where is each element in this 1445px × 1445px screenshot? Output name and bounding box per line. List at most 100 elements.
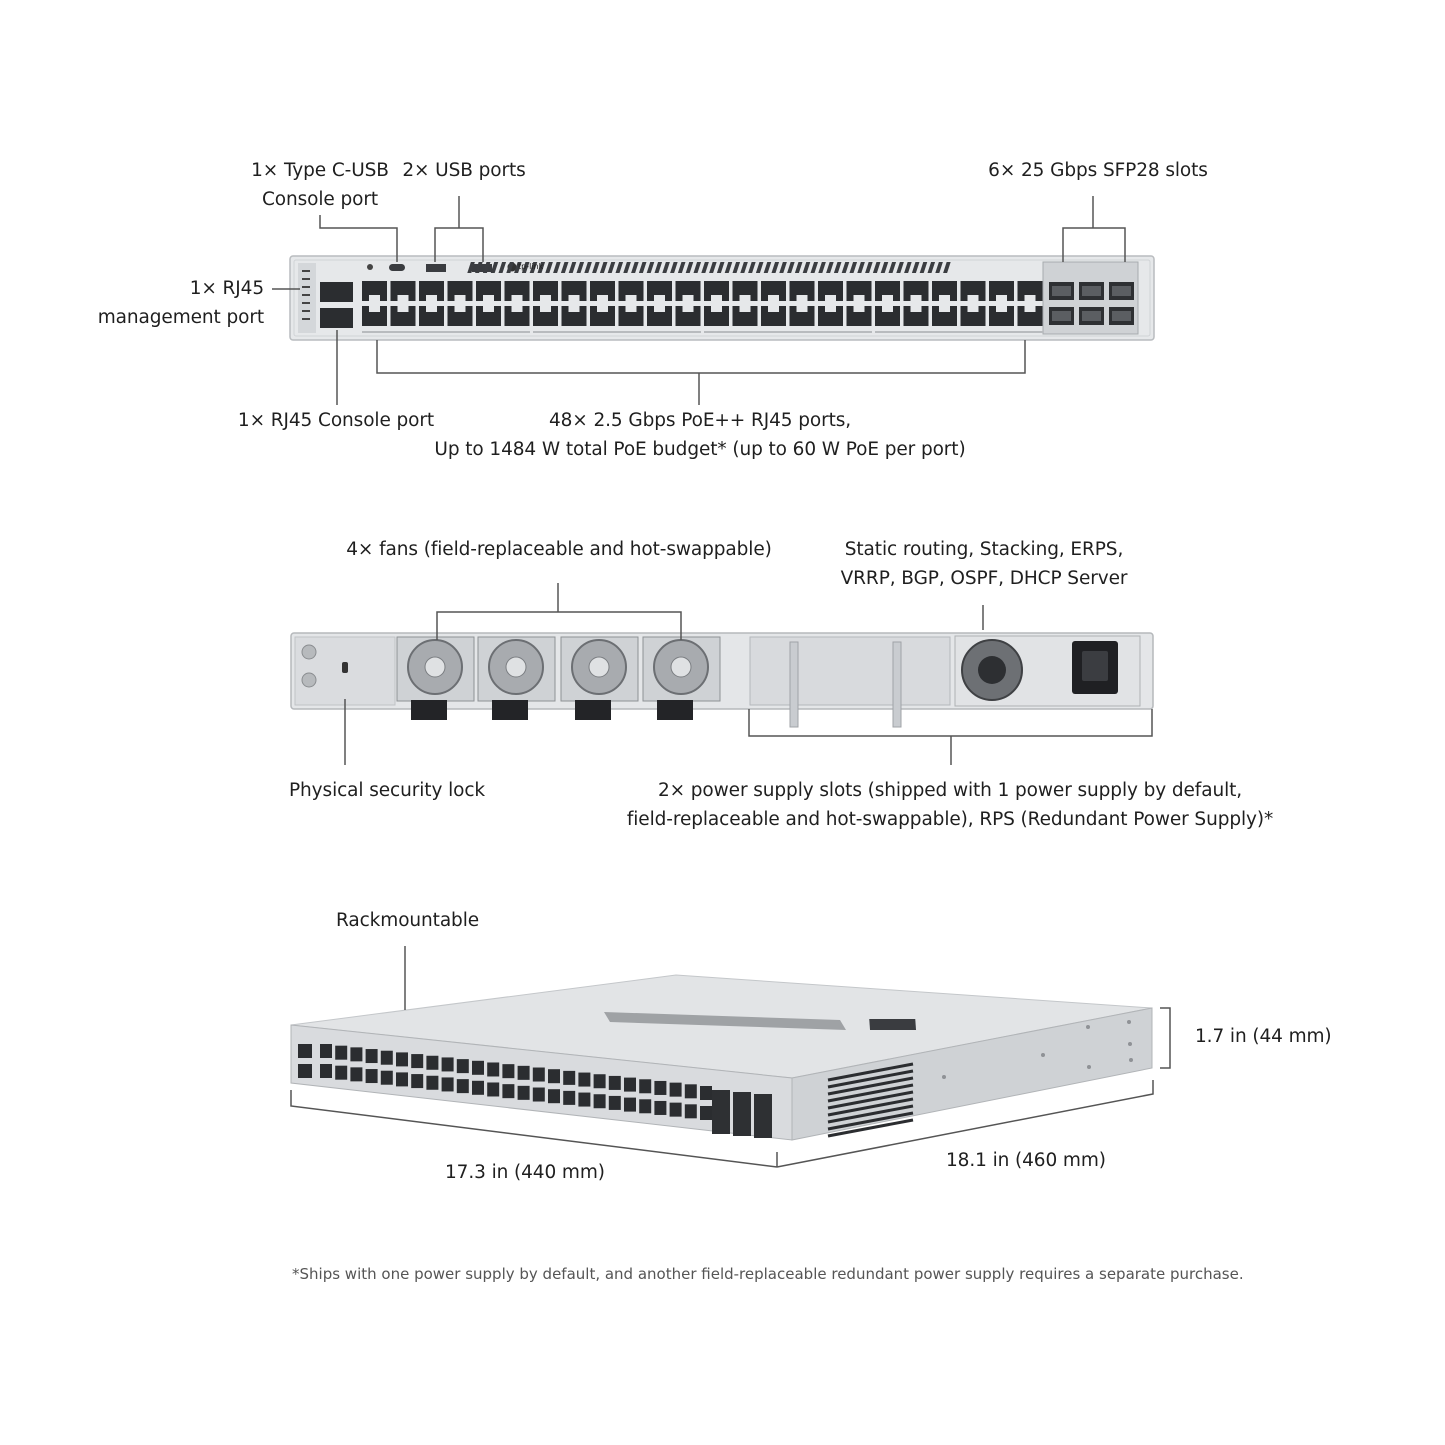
rj45-port-latch xyxy=(654,295,665,301)
front-logo: tp-link xyxy=(518,262,544,271)
fan-modules xyxy=(396,636,721,720)
vent-slot xyxy=(849,262,858,273)
rj45-port-latch xyxy=(739,295,751,301)
vent-slot xyxy=(599,262,608,273)
vent-slot xyxy=(646,262,655,273)
sfp28-slot-inner xyxy=(1052,311,1071,321)
perspective-rj45-port xyxy=(487,1082,500,1097)
callout-features-line2: VRRP, BGP, OSPF, DHCP Server xyxy=(840,568,1128,589)
vent-slot xyxy=(880,262,889,273)
vent-slot xyxy=(677,262,686,273)
rj45-management-port xyxy=(320,282,353,302)
perspective-rj45-port xyxy=(487,1062,500,1077)
perspective-rj45-port xyxy=(472,1060,484,1075)
dimension-width: 17.3 in (440 mm) xyxy=(445,1162,605,1183)
perspective-rj45-port xyxy=(654,1100,667,1115)
vent-slot xyxy=(865,262,873,273)
vent-slot xyxy=(537,262,546,273)
perspective-rj45-port xyxy=(502,1084,515,1099)
rj45-port xyxy=(447,281,473,301)
fan-hub xyxy=(588,656,610,678)
vent-slot xyxy=(927,262,936,273)
rj45-port xyxy=(675,306,701,326)
perspective-rj45-port xyxy=(563,1090,576,1105)
perspective-rj45-port xyxy=(517,1065,530,1080)
vent-slot xyxy=(818,262,826,273)
rj45-port-latch xyxy=(568,295,580,301)
vent-slot xyxy=(498,262,507,273)
vent-slot xyxy=(888,262,897,273)
perspective-rj45-port xyxy=(426,1075,439,1090)
side-vent-slot xyxy=(827,1083,914,1103)
rj45-port-latch xyxy=(768,295,779,301)
dimension-height: 1.7 in (44 mm) xyxy=(1195,1026,1332,1047)
chassis-side xyxy=(791,1007,1153,1141)
rj45-port xyxy=(504,306,530,326)
rj45-port-latch xyxy=(625,306,637,312)
callout-sfp28-slots: 6× 25 Gbps SFP28 slots xyxy=(988,160,1208,181)
rj45-port xyxy=(390,306,416,326)
rj45-port xyxy=(789,281,815,301)
rj45-port-latch xyxy=(682,295,694,301)
fan-hub xyxy=(505,656,527,678)
security-lock-slot xyxy=(342,662,348,673)
perspective-rj45-port xyxy=(396,1052,408,1067)
rj45-port xyxy=(590,281,615,301)
side-vent-slot xyxy=(827,1104,914,1124)
vent-slot xyxy=(475,262,483,273)
perspective-rj45-port xyxy=(456,1059,469,1074)
vent-slot xyxy=(771,262,780,273)
perspective-rj45-port xyxy=(624,1077,636,1092)
perspective-rj45-port xyxy=(639,1079,652,1094)
fan-hub xyxy=(424,656,446,678)
rj45-port xyxy=(704,306,729,326)
rj45-port xyxy=(533,306,558,326)
rj45-ports xyxy=(362,281,1043,333)
vent-slot xyxy=(841,262,850,273)
rj45-port xyxy=(647,306,672,326)
vent-slot xyxy=(482,262,491,273)
perspective-rj45-port xyxy=(532,1087,545,1102)
vent-slot xyxy=(911,262,920,273)
perspective-rj45-port xyxy=(548,1089,560,1104)
rj45-port xyxy=(504,281,530,301)
callout-power-supply-line1: 2× power supply slots (shipped with 1 po… xyxy=(657,780,1243,801)
rj45-port-latch xyxy=(825,295,836,301)
perspective-rj45-port xyxy=(578,1072,591,1087)
side-vent-slot xyxy=(827,1111,914,1131)
rj45-port xyxy=(419,306,444,326)
vent-slot xyxy=(529,262,538,273)
callout-rj45-management-line1: 1× RJ45 xyxy=(189,278,264,299)
vent-slot xyxy=(857,262,865,273)
perspective-rj45-port xyxy=(578,1092,591,1107)
perspective-rj45-port xyxy=(411,1054,424,1069)
perspective-rj45-port xyxy=(548,1069,560,1084)
rj45-port xyxy=(647,281,672,301)
rj45-port-latch xyxy=(967,306,979,312)
rj45-port xyxy=(362,306,387,326)
vent-slot xyxy=(935,262,943,273)
rj45-port-latch xyxy=(511,295,523,301)
perspective-rj45-port xyxy=(350,1047,363,1062)
fan-pull-tab xyxy=(492,700,528,720)
rj45-port xyxy=(476,281,501,301)
footnote: *Ships with one power supply by default,… xyxy=(292,1265,1244,1283)
vent-slot xyxy=(904,262,912,273)
vent-slot xyxy=(732,262,741,273)
usb-port-2 xyxy=(472,264,492,272)
rj45-port-latch xyxy=(882,306,893,312)
port-group-label-strip xyxy=(704,331,872,333)
side-vent-slot xyxy=(827,1069,914,1089)
rj45-port xyxy=(846,306,872,326)
rj45-port xyxy=(732,306,758,326)
port-group-label-strip xyxy=(533,331,701,333)
rj45-port xyxy=(561,306,587,326)
rj45-port xyxy=(1017,281,1043,301)
perspective-rj45-port xyxy=(411,1074,424,1089)
vent-slot xyxy=(740,262,748,273)
rj45-port-latch xyxy=(454,295,466,301)
rj45-port xyxy=(675,281,701,301)
rj45-port xyxy=(989,306,1014,326)
rj45-port-latch xyxy=(1024,306,1036,312)
